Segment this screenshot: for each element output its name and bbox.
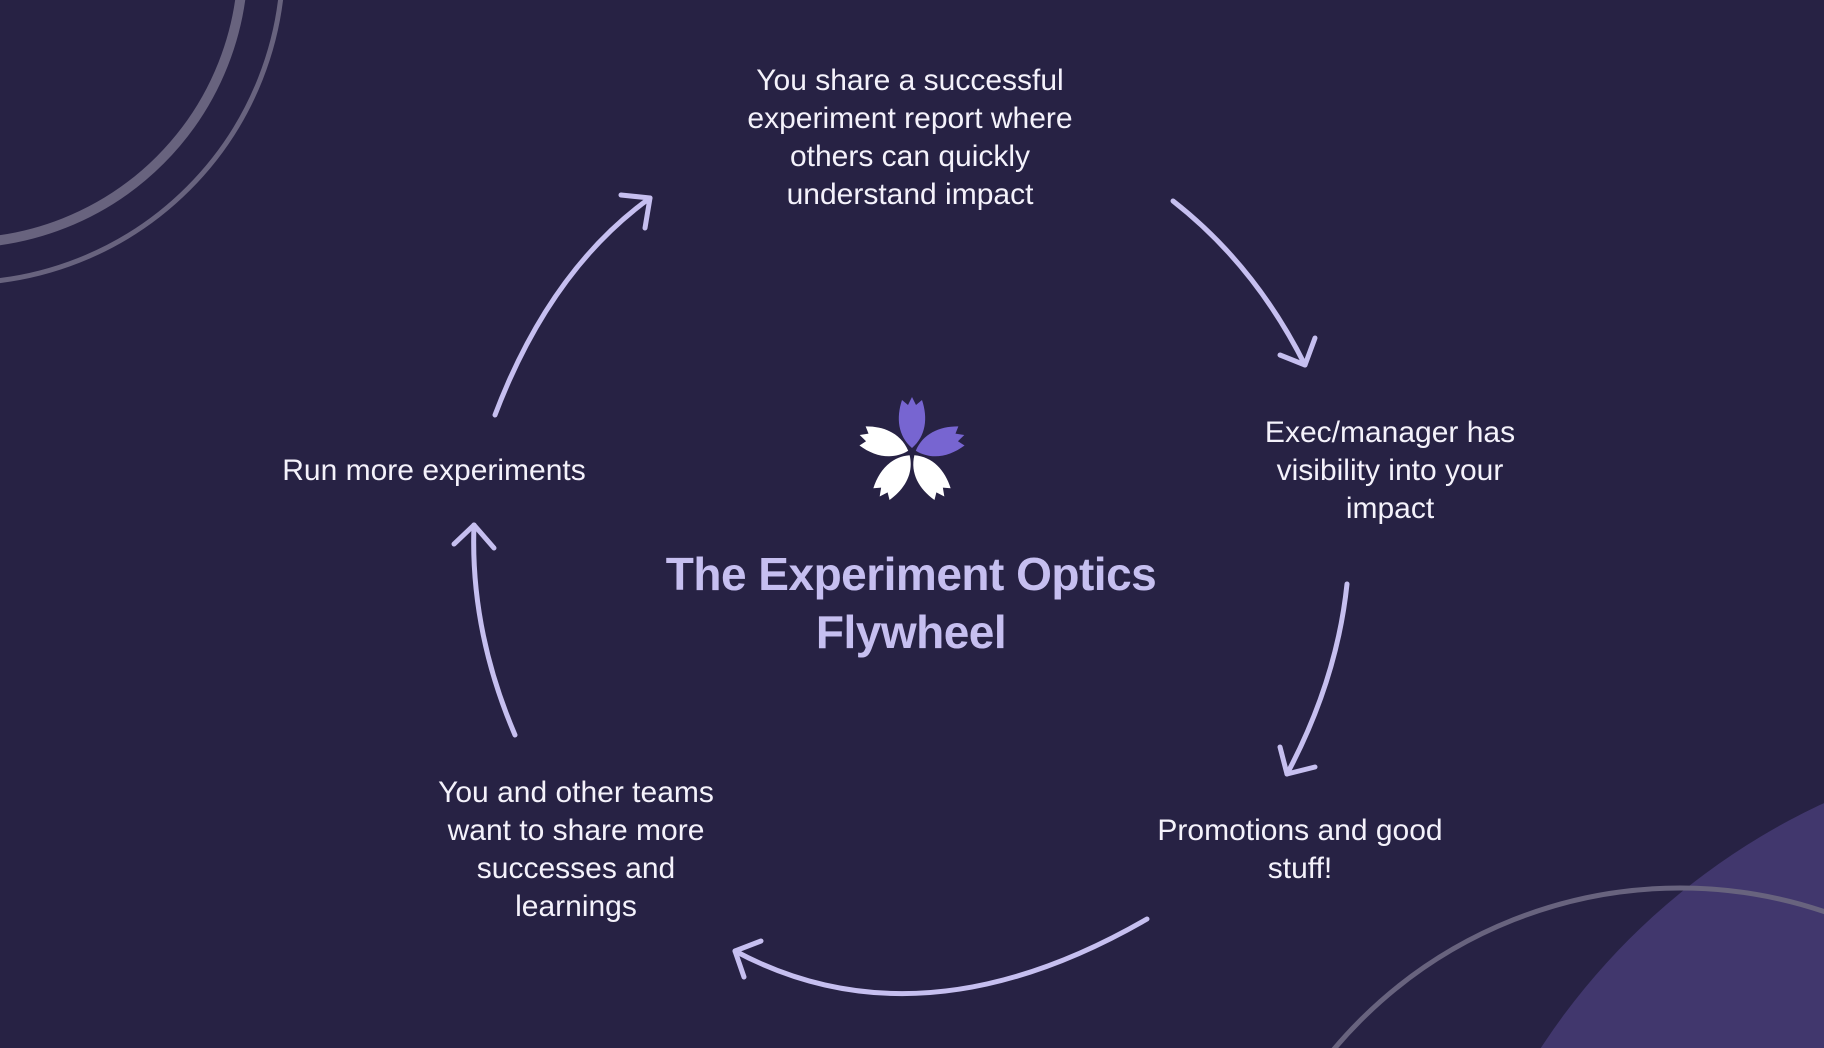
decor-filled-circle-bottom-right bbox=[1540, 803, 1824, 1048]
step-text-line: others can quickly bbox=[789, 140, 1031, 173]
diagram-title: The Experiment Optics Flywheel bbox=[666, 545, 1157, 661]
step-text-line: experiment report where bbox=[747, 102, 1073, 135]
step-text-line: learnings bbox=[515, 890, 637, 923]
step-text-line: successes and bbox=[476, 852, 676, 885]
arrow-teams-to-run-more bbox=[451, 522, 518, 738]
step-text-line: Promotions and good bbox=[1157, 814, 1443, 847]
title-line: The Experiment Optics bbox=[665, 548, 1157, 600]
arrow-promotions-to-teams bbox=[732, 916, 1150, 997]
petal-bottom-right bbox=[913, 455, 951, 500]
petals bbox=[859, 397, 965, 500]
step-text-line: You share a successful bbox=[756, 64, 1064, 97]
arrow-exec-to-promotions bbox=[1277, 581, 1350, 777]
petal-bottom-left bbox=[873, 455, 911, 500]
petal-right bbox=[915, 426, 965, 457]
step-teams-share: You and other teams want to share more s… bbox=[438, 774, 714, 926]
step-text-line: stuff! bbox=[1267, 852, 1333, 885]
cherry-blossom-logo-icon bbox=[859, 397, 965, 500]
step-text-line: understand impact bbox=[786, 178, 1034, 211]
step-share-report: You share a successful experiment report… bbox=[747, 62, 1072, 214]
step-exec-visibility: Exec/manager has visibility into your im… bbox=[1265, 414, 1515, 528]
arrow-run-more-to-share-report bbox=[492, 192, 653, 418]
step-text-line: visibility into your bbox=[1276, 454, 1504, 487]
step-text-line: You and other teams bbox=[438, 776, 714, 809]
step-text-line: Exec/manager has bbox=[1264, 416, 1516, 449]
title-line: Flywheel bbox=[815, 606, 1007, 658]
step-text-line: impact bbox=[1345, 492, 1435, 525]
step-text-line: Run more experiments bbox=[282, 454, 586, 487]
decor-ring-bottom-right bbox=[1331, 885, 1824, 1048]
step-text-line: want to share more bbox=[447, 814, 705, 847]
petal-top bbox=[898, 397, 926, 448]
petal-left bbox=[859, 426, 909, 457]
step-promotions: Promotions and good stuff! bbox=[1157, 812, 1442, 888]
step-run-more: Run more experiments bbox=[282, 452, 585, 490]
arrow-share-report-to-exec bbox=[1170, 198, 1318, 368]
